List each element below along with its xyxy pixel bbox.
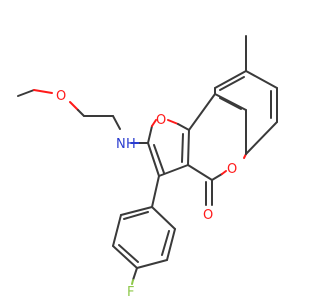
bond-c8-c9-double (219, 76, 245, 91)
bond-ph3-ph4-double (118, 244, 139, 263)
bond-ph3-ph4 (112, 245, 138, 269)
bond-c9a-c5a-double (219, 97, 242, 110)
bond-ph5-ph6 (166, 228, 176, 261)
atom-n-hydrogen: H (126, 137, 136, 152)
bond-ph4-f-green (131, 279, 134, 285)
bond-methyl-o-red (33, 89, 53, 94)
bond-o-furan-c9b (167, 119, 179, 125)
bond-methyl-o (17, 89, 35, 97)
bond-o-ch2 (69, 101, 79, 111)
molecule-structure: O O O O N H F (17, 35, 278, 300)
bond-ch2-n (112, 115, 121, 130)
bond-c2-c3 (147, 142, 160, 177)
bond-o-ch2-dark (77, 109, 85, 117)
atom-fluorine: F (127, 285, 134, 300)
bond-c9b-c3a (187, 129, 190, 166)
bond-ph1-ph2-double (123, 211, 149, 220)
bond-o-furan-c2 (151, 119, 157, 127)
bond-c2-o-furan (147, 125, 153, 144)
bond-c9a-c5a (214, 93, 247, 111)
atom-labels: O O O O N H F (56, 89, 237, 300)
bond-c3a-c4 (187, 164, 213, 181)
bond-ph4-ph5 (136, 259, 168, 269)
bond-c3a-c3 (158, 164, 189, 177)
bond-c5a-c6 (245, 121, 278, 155)
atom-o-furan: O (156, 113, 166, 128)
atom-nitrogen: N (116, 137, 126, 152)
atom-o-carbonyl: O (203, 208, 213, 223)
bond-c3-phenyl (151, 175, 160, 208)
bonds (17, 35, 278, 285)
bond-o-pyran-c4 (221, 170, 227, 175)
bond-c7-c8 (245, 70, 278, 89)
bond-ph6-ph1 (151, 206, 176, 230)
bond-c4-o-pyran (211, 173, 223, 181)
bond-c2-c3-double (153, 144, 165, 174)
atom-o-pyran: O (227, 162, 237, 177)
atom-o-methoxy: O (56, 89, 66, 104)
bond-c9a-c9b (188, 93, 216, 131)
bond-ph5-ph6-double (161, 230, 170, 256)
bond-c9b-c3a-double (181, 133, 184, 163)
bond-ph4-f (132, 267, 138, 281)
bond-o-furan-c9b-dark (177, 123, 190, 131)
bond-c8-c9 (214, 70, 247, 89)
bond-ph2-ph3 (112, 214, 122, 247)
bond-ph1-ph2 (120, 206, 153, 216)
